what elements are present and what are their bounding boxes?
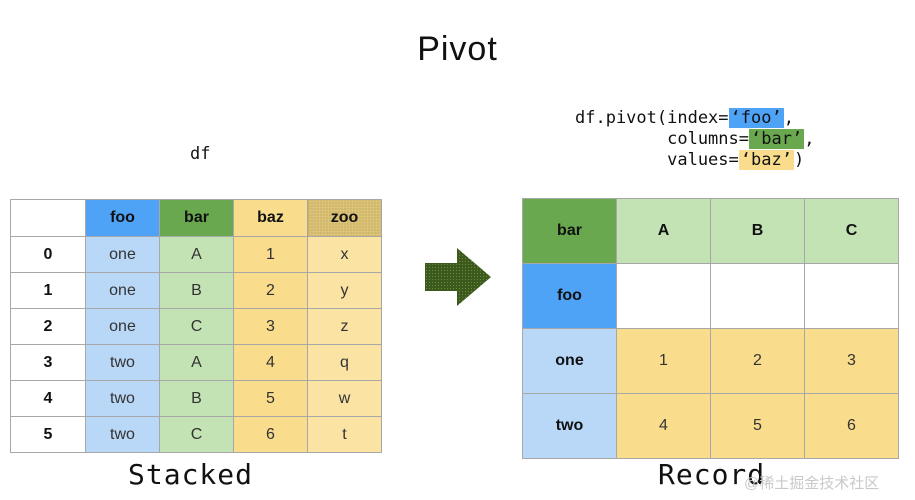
stacked-header-row: foo bar baz zoo [10, 199, 382, 237]
stacked-row-index: 5 [10, 416, 86, 453]
stacked-header-baz: baz [233, 199, 308, 237]
stacked-cell-zoo: z [307, 308, 382, 345]
stacked-row: 1 one B 2 y [10, 272, 382, 309]
stacked-header-corner [10, 199, 86, 237]
record-header-row: bar A B C [522, 198, 899, 264]
record-value-cell: 5 [710, 393, 805, 459]
record-caption: Record [658, 458, 766, 491]
stacked-cell-baz: 6 [233, 416, 308, 453]
stacked-cell-foo: two [85, 344, 160, 381]
stacked-row-index: 2 [10, 308, 86, 345]
record-empty-cell [804, 263, 899, 329]
stacked-cell-bar: B [159, 380, 234, 417]
stacked-cell-foo: one [85, 236, 160, 273]
stacked-header-bar: bar [159, 199, 234, 237]
stacked-cell-baz: 5 [233, 380, 308, 417]
stacked-cell-bar: A [159, 344, 234, 381]
code-line3-suffix: ) [793, 150, 805, 170]
stacked-cell-foo: one [85, 272, 160, 309]
df-label: df [190, 144, 211, 164]
stacked-caption: Stacked [128, 458, 254, 491]
stacked-row: 5 two C 6 t [10, 416, 382, 453]
code-line2-prefix: columns= [575, 129, 749, 149]
stacked-row: 0 one A 1 x [10, 236, 382, 273]
record-column-header: A [616, 198, 711, 264]
stacked-cell-bar: A [159, 236, 234, 273]
stacked-cell-bar: C [159, 308, 234, 345]
stacked-cell-baz: 1 [233, 236, 308, 273]
stacked-row-index: 0 [10, 236, 86, 273]
record-value-cell: 3 [804, 328, 899, 394]
stacked-row: 3 two A 4 q [10, 344, 382, 381]
stacked-cell-zoo: w [307, 380, 382, 417]
stacked-cell-foo: two [85, 416, 160, 453]
record-value-cell: 4 [616, 393, 711, 459]
record-table: bar A B C foo one 1 2 3 two 4 5 6 [522, 198, 899, 459]
stacked-header-zoo: zoo [307, 199, 382, 237]
record-value-cell: 1 [616, 328, 711, 394]
stacked-table: foo bar baz zoo 0 one A 1 x 1 one B 2 y … [10, 199, 382, 453]
record-index-name-foo: foo [522, 263, 617, 329]
stacked-cell-baz: 3 [233, 308, 308, 345]
stacked-cell-zoo: t [307, 416, 382, 453]
stacked-row: 2 one C 3 z [10, 308, 382, 345]
record-row-label: two [522, 393, 617, 459]
record-corner-bar: bar [522, 198, 617, 264]
record-value-cell: 6 [804, 393, 899, 459]
record-column-header: C [804, 198, 899, 264]
stacked-row-index: 4 [10, 380, 86, 417]
stacked-cell-baz: 2 [233, 272, 308, 309]
stacked-row: 4 two B 5 w [10, 380, 382, 417]
code-line1-prefix: df.pivot(index= [575, 108, 729, 128]
stacked-cell-zoo: x [307, 236, 382, 273]
stacked-cell-baz: 4 [233, 344, 308, 381]
record-row: one 1 2 3 [522, 328, 899, 394]
code-line3-prefix: values= [575, 150, 739, 170]
stacked-cell-zoo: q [307, 344, 382, 381]
record-column-header: B [710, 198, 805, 264]
record-index-name-row: foo [522, 263, 899, 329]
watermark: @稀土掘金技术社区 [744, 475, 880, 492]
page-title: Pivot [417, 30, 498, 68]
record-row: two 4 5 6 [522, 393, 899, 459]
record-empty-cell [710, 263, 805, 329]
index-arg: ‘foo’ [728, 108, 784, 128]
stacked-cell-bar: C [159, 416, 234, 453]
stacked-cell-foo: one [85, 308, 160, 345]
record-value-cell: 2 [710, 328, 805, 394]
stacked-cell-zoo: y [307, 272, 382, 309]
columns-arg: ‘bar’ [749, 129, 805, 149]
stacked-row-index: 1 [10, 272, 86, 309]
stacked-cell-foo: two [85, 380, 160, 417]
values-arg: ‘baz’ [738, 150, 794, 170]
code-line1-suffix: , [783, 108, 794, 128]
record-row-label: one [522, 328, 617, 394]
record-empty-cell [616, 263, 711, 329]
right-arrow-icon [425, 248, 491, 306]
pivot-code: df.pivot(index=‘foo’, columns=‘bar’, val… [575, 108, 814, 171]
code-line2-suffix: , [804, 129, 815, 149]
stacked-row-index: 3 [10, 344, 86, 381]
stacked-cell-bar: B [159, 272, 234, 309]
stacked-header-foo: foo [85, 199, 160, 237]
